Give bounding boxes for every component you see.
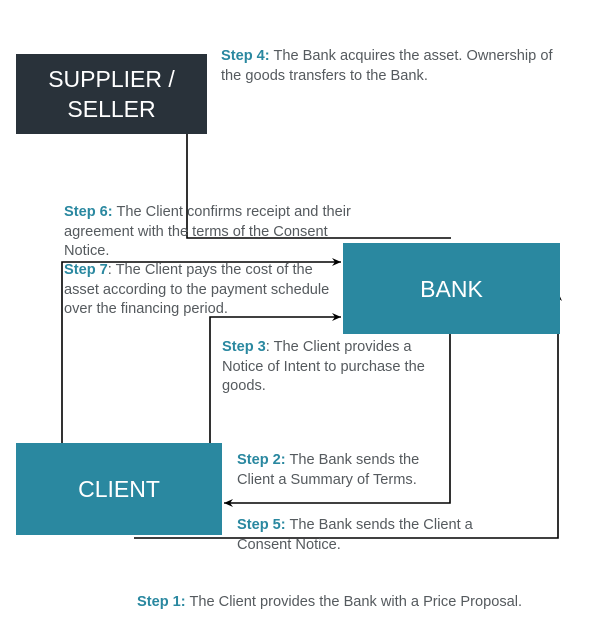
step-4-desc: The Bank acquires the asset. Ownership o… [221,48,553,84]
step-2-text: Step 2: The Bank sends the Client a Summ… [237,451,447,490]
bank-node: BANK [343,243,560,334]
step-3-desc: : The Client provides a Notice of Intent… [222,339,425,394]
step-7-desc: : The Client pays the cost of the asset … [64,262,330,317]
supplier-seller-node: SUPPLIER / SELLER [16,54,207,134]
step-2-desc: The Bank sends the Client a Summary of T… [237,452,420,488]
step-3-text: Step 3: The Client provides a Notice of … [222,338,442,397]
step-4-label: Step 4: [221,48,270,64]
supplier-label: SUPPLIER / SELLER [48,66,175,122]
step-7-text: Step 7: The Client pays the cost of the … [64,261,349,320]
arrow-step3 [209,313,341,443]
arrow-step2 [224,334,451,507]
step-1-label: Step 1: [137,594,186,610]
step-4-text: Step 4: The Bank acquires the asset. Own… [221,47,561,86]
bank-label: BANK [420,275,483,302]
step-6-label: Step 6: [64,204,113,220]
arrow-step1 [134,292,562,539]
step-5-text: Step 5: The Bank sends the Client a Cons… [237,516,512,555]
step-6-text: Step 6: The Client confirms receipt and … [64,203,354,262]
step-1-text: Step 1: The Client provides the Bank wit… [137,593,597,613]
client-label: CLIENT [78,476,160,502]
client-node: CLIENT [16,443,222,535]
step-2-label: Step 2: [237,452,286,468]
step-7-label: Step 7 [64,262,108,278]
step-5-label: Step 5: [237,517,286,533]
arrow-step4 [186,134,451,239]
step-6-desc: The Client confirms receipt and their ag… [64,204,351,259]
step-1-desc: The Client provides the Bank with a Pric… [185,594,523,610]
arrow-step6 [61,258,341,443]
step-3-label: Step 3 [222,339,266,355]
step-5-desc: The Bank sends the Client a Consent Noti… [237,517,473,553]
